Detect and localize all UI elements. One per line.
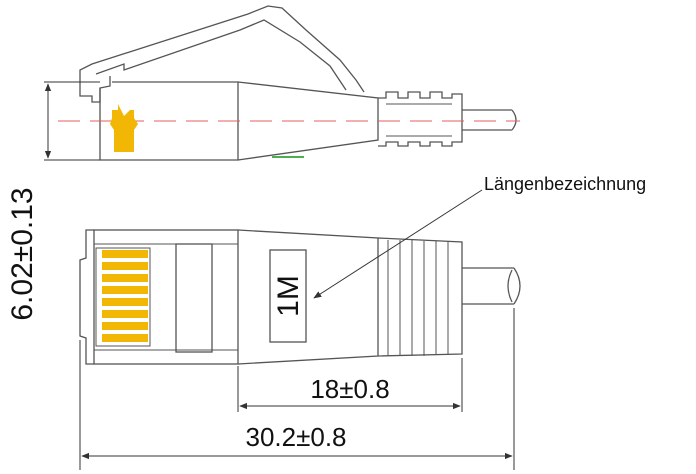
latch-arm [79, 5, 365, 93]
contact-pin [102, 334, 148, 342]
latch-tab [79, 76, 111, 103]
plug-nose [79, 229, 94, 365]
length-marking: 1M [272, 275, 305, 317]
top-view: 1M [79, 229, 521, 365]
latch-marker [110, 104, 138, 152]
height-dimension: 6.02±0.13 [6, 81, 100, 321]
height-dimension-label: 6.02±0.13 [6, 187, 39, 320]
callout-label: Längenbezeichnung [484, 174, 646, 194]
strain-relief-top [377, 237, 463, 357]
latch-window [175, 243, 213, 353]
strain-relief-ribs [378, 91, 463, 147]
length-marking-frame [269, 249, 307, 343]
plug-housing [93, 229, 239, 365]
latch-arm-inner [95, 19, 347, 91]
contact-pin [102, 274, 148, 282]
boot-length-label: 18±0.8 [310, 374, 389, 404]
contact-pin [102, 262, 148, 270]
cable-top [462, 267, 521, 305]
boot-top [237, 229, 379, 365]
contact-pin [102, 286, 148, 294]
contact-pin [102, 298, 148, 306]
boot-length-dimension: 18±0.8 [237, 358, 463, 412]
total-length-label: 30.2±0.8 [245, 422, 346, 452]
contact-pins [95, 247, 151, 347]
cable [462, 109, 517, 131]
callout: Längenbezeichnung [313, 174, 646, 299]
boot [237, 81, 379, 161]
total-length-dimension: 30.2±0.8 [79, 308, 515, 470]
contact-pin [102, 310, 148, 318]
contact-pin [102, 250, 148, 258]
contact-pin [102, 322, 148, 330]
side-view [58, 5, 520, 161]
